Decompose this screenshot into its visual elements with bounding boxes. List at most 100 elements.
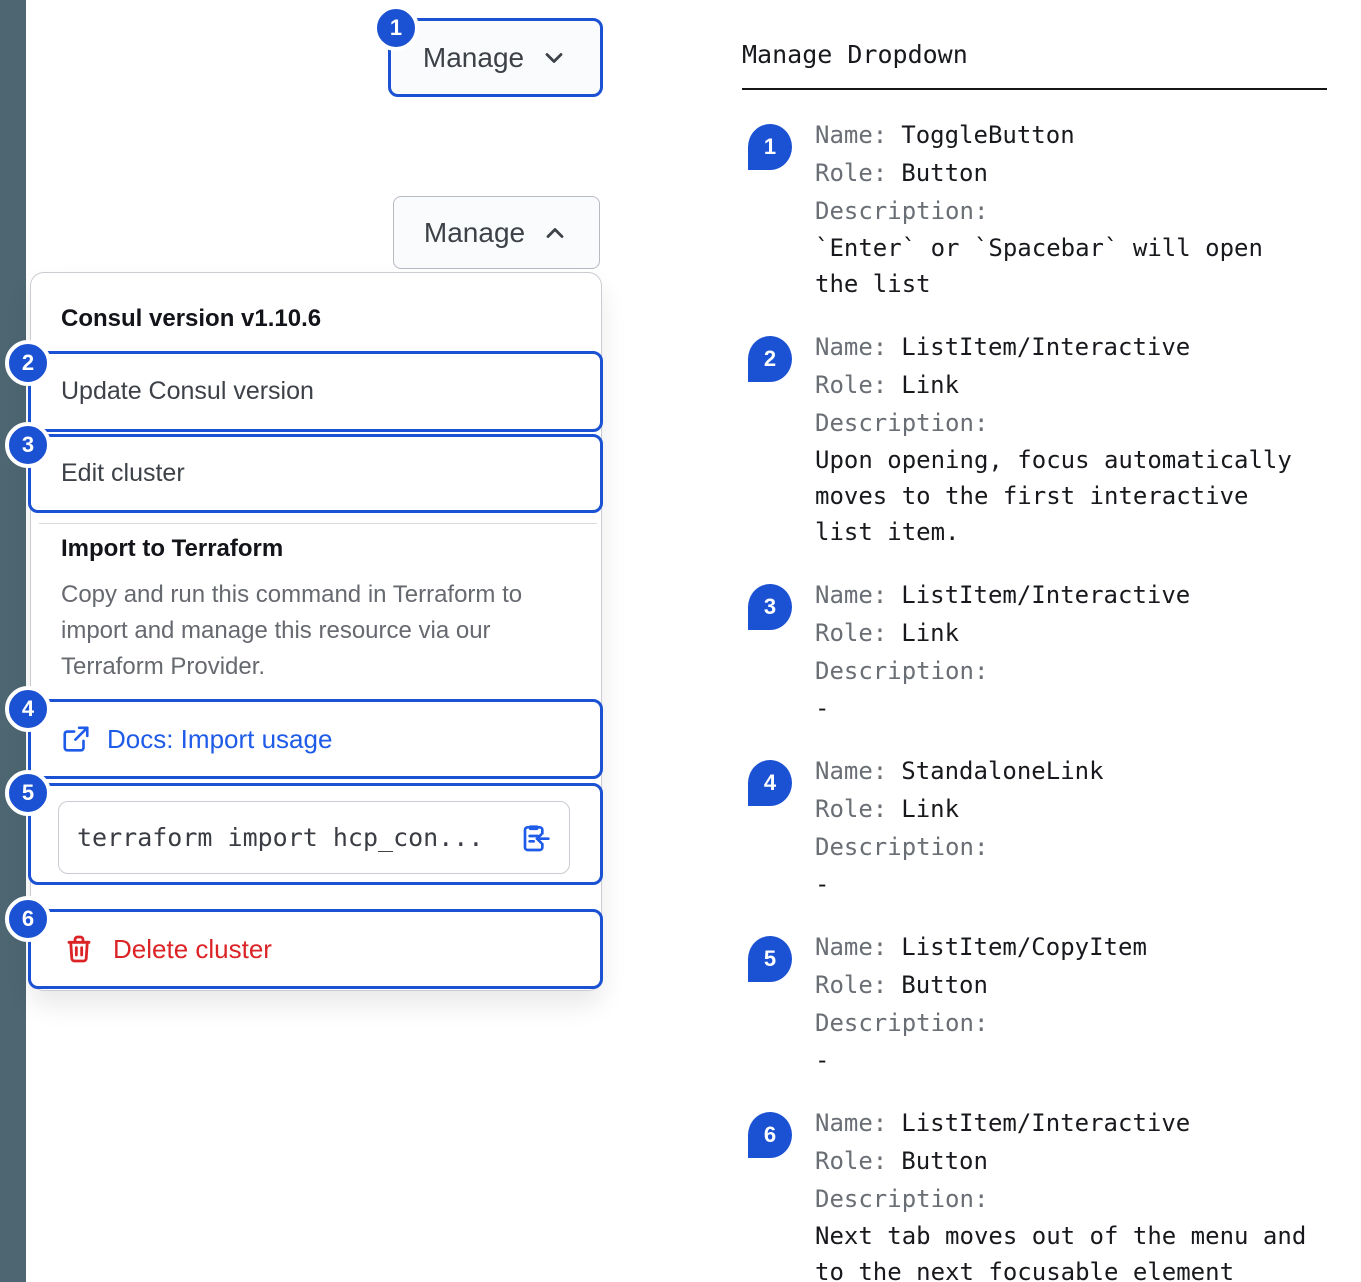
manage-toggle-label: Manage — [423, 216, 526, 248]
doc-panel: Manage Dropdown 1 Name: ToggleButton Role… — [742, 40, 1327, 1282]
clipboard-copy-icon[interactable] — [519, 822, 551, 854]
manage-toggle-label: Manage — [422, 41, 525, 73]
name-value: ListItem/Interactive — [901, 333, 1191, 361]
description-value: - — [815, 870, 830, 898]
manage-toggle-button-collapsed[interactable]: Manage — [388, 18, 603, 97]
annotation-badge-6: 6 — [5, 896, 51, 942]
doc-description-label-row: Description: — [815, 652, 1327, 690]
doc-role-row: Role: Link — [815, 366, 1327, 404]
menu-item-docs-import-usage[interactable]: Docs: Import usage — [28, 699, 603, 779]
doc-entry-list-item-interactive: 2 Name: ListItem/Interactive Role: Link De… — [742, 328, 1327, 550]
name-value: StandaloneLink — [901, 757, 1104, 785]
doc-badge-6: 6 — [748, 1112, 792, 1158]
description-value: - — [815, 694, 830, 722]
chevron-down-icon — [540, 44, 568, 72]
menu-item-delete-cluster[interactable]: Delete cluster — [28, 909, 603, 989]
annotation-badge-4: 4 — [5, 686, 51, 732]
external-link-icon — [61, 724, 91, 754]
left-edge-strip — [0, 0, 26, 1282]
menu-item-edit-cluster[interactable]: Edit cluster — [28, 434, 603, 513]
doc-entry-list-item-copy-item: 5 Name: ListItem/CopyItem Role: Button Des… — [742, 928, 1327, 1078]
name-value: ListItem/Interactive — [901, 1109, 1191, 1137]
name-value: ListItem/CopyItem — [901, 933, 1147, 961]
role-label: Role: — [815, 159, 888, 187]
description-label: Description: — [815, 409, 989, 437]
description-value: Upon opening, focus automatically moves … — [815, 446, 1292, 546]
doc-entry-list-item-interactive: 6 Name:ListItem/Interactive Role:Button … — [742, 1104, 1327, 1282]
description-label: Description: — [815, 833, 989, 861]
doc-badge-2: 2 — [748, 336, 792, 382]
doc-role-row: Role: Button — [815, 966, 1327, 1004]
manage-dropdown-menu: Consul version v1.10.6 Update Consul ver… — [28, 272, 603, 991]
description-label: Description: — [815, 1009, 989, 1037]
doc-entry-standalone-link: 4 Name: StandaloneLink Role: Link Descript… — [742, 752, 1327, 902]
annotation-badge-2: 2 — [5, 340, 51, 386]
role-value: Button — [901, 971, 988, 999]
doc-panel-title: Manage Dropdown — [742, 40, 968, 69]
name-label: Name: — [815, 581, 888, 609]
annotation-badge-3: 3 — [5, 422, 51, 468]
doc-panel-rule — [742, 88, 1327, 90]
menu-item-update-consul-version[interactable]: Update Consul version — [28, 351, 603, 432]
doc-name-row: Name: ListItem/Interactive — [815, 328, 1327, 366]
role-label: Role: — [815, 971, 888, 999]
doc-name-row: Name: ListItem/Interactive — [815, 1104, 1327, 1142]
annotation-badge-5: 5 — [5, 770, 51, 816]
doc-role-row: Role: Link — [815, 790, 1327, 828]
consul-version-header: Consul version v1.10.6 — [61, 305, 322, 332]
name-label: Name: — [815, 333, 888, 361]
name-value: ListItem/Interactive — [901, 581, 1191, 609]
doc-badge-5: 5 — [748, 936, 792, 982]
doc-name-row: Name: ListItem/Interactive — [815, 576, 1327, 614]
menu-item-copy-command[interactable]: terraform import hcp_con... — [28, 783, 603, 885]
role-label: Role: — [815, 619, 888, 647]
role-value: Button — [901, 159, 988, 187]
doc-description-label-row: Description: — [815, 828, 1327, 866]
name-label: Name: — [815, 757, 888, 785]
description-value: `Enter` or `Spacebar` will open the list — [815, 234, 1263, 298]
terraform-command-text: terraform import hcp_con... — [77, 823, 484, 852]
menu-item-label: Edit cluster — [61, 459, 185, 487]
role-value: Link — [901, 619, 960, 647]
doc-description-label-row: Description: — [815, 1004, 1327, 1042]
description-value: Next tab moves out of the menu and to th… — [815, 1222, 1307, 1282]
doc-entry-toggle-button: 1 Name: ToggleButton Role: Button Descript… — [742, 116, 1327, 302]
name-label: Name: — [815, 1109, 888, 1137]
doc-role-row: Role: Button — [815, 154, 1327, 192]
doc-name-row: Name: StandaloneLink — [815, 752, 1327, 790]
name-label: Name: — [815, 933, 888, 961]
menu-divider — [39, 523, 597, 524]
name-label: Name: — [815, 121, 888, 149]
role-value: Link — [901, 371, 960, 399]
name-value: ToggleButton — [901, 121, 1075, 149]
doc-role-row: Role: Link — [815, 614, 1327, 652]
role-value: Link — [901, 795, 960, 823]
delete-cluster-label: Delete cluster — [113, 933, 272, 964]
doc-description-label-row: Description: — [815, 192, 1327, 230]
doc-description-label-row: Description: — [815, 404, 1327, 442]
doc-entries: 1 Name: ToggleButton Role: Button Descript… — [742, 116, 1327, 1282]
terraform-command-field[interactable]: terraform import hcp_con... — [58, 801, 570, 874]
doc-badge-1: 1 — [748, 124, 792, 170]
menu-item-label: Update Consul version — [61, 377, 314, 405]
doc-role-row: Role:Button — [815, 1142, 1327, 1180]
doc-name-row: Name: ListItem/CopyItem — [815, 928, 1327, 966]
role-label: Role: — [815, 795, 888, 823]
doc-name-row: Name: ToggleButton — [815, 116, 1327, 154]
import-to-terraform-description: Copy and run this command in Terraform t… — [61, 581, 523, 680]
description-label: Description: — [815, 197, 989, 225]
doc-entry-list-item-interactive: 3 Name: ListItem/Interactive Role: Link De… — [742, 576, 1327, 726]
manage-toggle-button-expanded[interactable]: Manage — [393, 196, 600, 269]
docs-link-label: Docs: Import usage — [107, 723, 333, 754]
doc-badge-4: 4 — [748, 760, 792, 806]
doc-description-label-row: Description: — [815, 1180, 1327, 1218]
annotation-badge-1: 1 — [373, 5, 419, 51]
import-to-terraform-title: Import to Terraform — [61, 535, 284, 562]
doc-badge-3: 3 — [748, 584, 792, 630]
role-label: Role: — [815, 1147, 888, 1175]
chevron-up-icon — [541, 219, 569, 247]
role-label: Role: — [815, 371, 888, 399]
description-label: Description: — [815, 657, 989, 685]
trash-icon — [63, 933, 95, 965]
